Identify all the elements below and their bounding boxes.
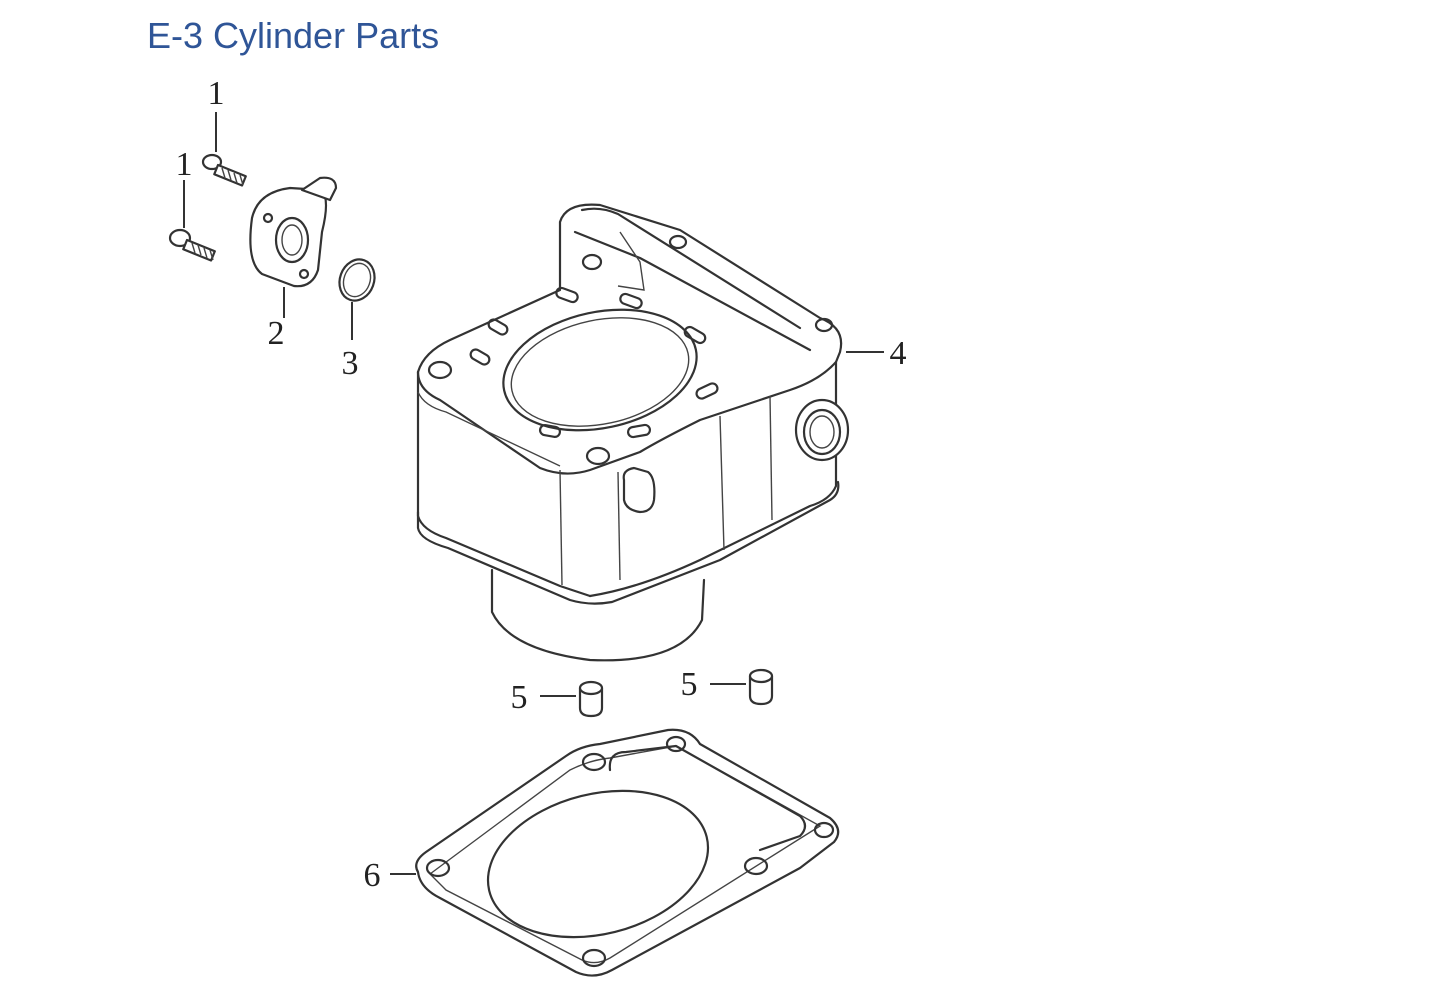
- callout-cylinder: 4: [890, 335, 907, 372]
- base-gasket-part: [390, 728, 840, 977]
- dowel-pin-left-part: [540, 680, 604, 718]
- callout-tensioner: 2: [268, 315, 285, 352]
- callout-bolt-top: 1: [208, 75, 225, 112]
- o-ring-part: [338, 258, 376, 340]
- callout-gasket: 6: [364, 857, 381, 894]
- cylinder-block-part: [416, 203, 884, 662]
- callout-bolt-left: 1: [176, 146, 193, 183]
- callout-dowel-left: 5: [511, 679, 528, 716]
- bolt-left-part: [168, 180, 216, 262]
- callout-dowel-right: 5: [681, 666, 698, 703]
- dowel-pin-right-part: [710, 668, 774, 706]
- tensioner-part: [249, 176, 338, 318]
- bolt-top-part: [201, 112, 247, 187]
- page-title: E-3 Cylinder Parts: [147, 15, 440, 56]
- callout-o-ring: 3: [342, 345, 359, 382]
